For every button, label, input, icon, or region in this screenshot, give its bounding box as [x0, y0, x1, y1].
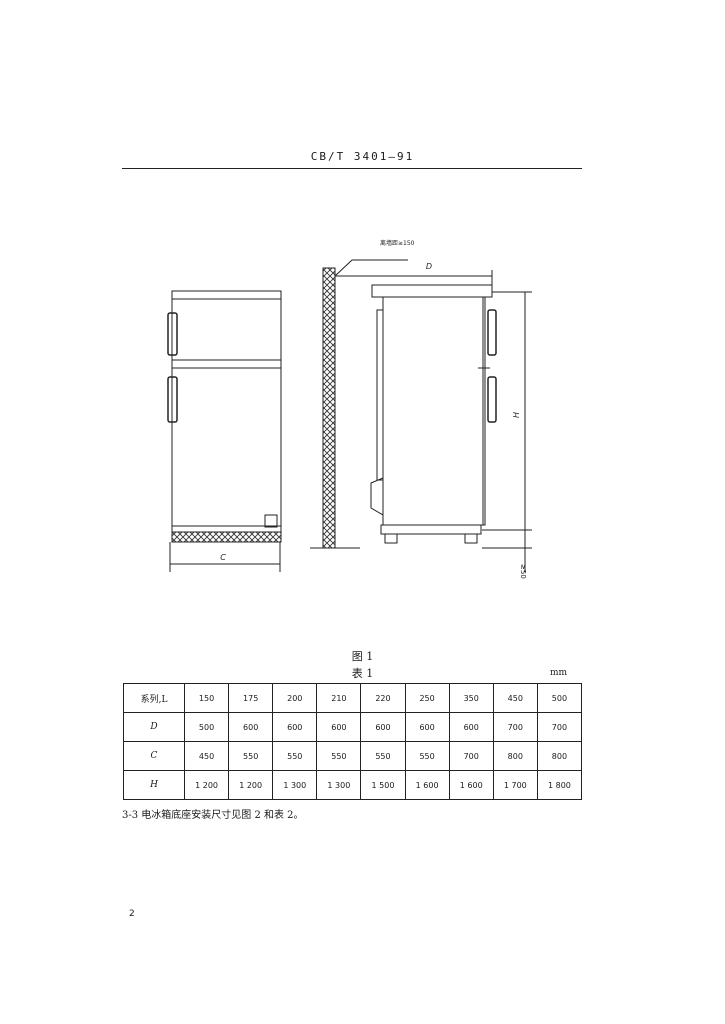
table-cell: 1 300	[272, 770, 318, 800]
table-cell: 550	[316, 741, 362, 771]
table-caption: 表 1	[351, 667, 374, 680]
table-cell: 700	[448, 741, 494, 771]
dimensions-table: 系列,L 150 175 200 210 220 250 350 450 500…	[123, 683, 583, 800]
table-row: H 1 200 1 200 1 300 1 300 1 500 1 600 1 …	[123, 770, 583, 800]
table-cell: 700	[492, 712, 538, 742]
table-cell: 1 800	[536, 770, 583, 800]
table-cell: 1 600	[448, 770, 494, 800]
figure-caption: 图 1	[351, 650, 374, 663]
wall-hatching	[322, 267, 336, 549]
table-cell: 1 700	[492, 770, 538, 800]
table-cell: 550	[360, 741, 406, 771]
dimension-c-label: C	[220, 553, 226, 562]
table-cell: 600	[448, 712, 494, 742]
side-view	[310, 259, 532, 572]
table-cell: 500	[536, 683, 583, 713]
table-cell: 450	[183, 741, 230, 771]
dimension-d-label: D	[426, 262, 432, 271]
table-cell: 1 200	[183, 770, 230, 800]
table-cell: 200	[272, 683, 318, 713]
table-cell: 800	[536, 741, 583, 771]
table-cell: 550	[272, 741, 318, 771]
document-code: CB/T 3401—91	[310, 150, 415, 163]
table-cell: 175	[228, 683, 274, 713]
table-row: C 450 550 550 550 550 550 700 800 800	[123, 741, 583, 771]
table-row: 系列,L 150 175 200 210 220 250 350 450 500	[123, 683, 583, 713]
row-header: C	[123, 741, 185, 771]
table-cell: 600	[316, 712, 362, 742]
row-header: D	[123, 712, 185, 742]
table-cell: 350	[448, 683, 494, 713]
clearance-label: 离墙距≥150	[380, 239, 415, 247]
dimension-bottom-label: ≥50	[519, 564, 527, 579]
table-cell: 1 300	[316, 770, 362, 800]
dimension-h-label: H	[512, 412, 521, 418]
table-cell: 600	[228, 712, 274, 742]
row-header: H	[123, 770, 185, 800]
table-cell: 250	[404, 683, 450, 713]
table-cell: 550	[404, 741, 450, 771]
table-cell: 800	[492, 741, 538, 771]
table-cell: 600	[360, 712, 406, 742]
table-cell: 450	[492, 683, 538, 713]
row-header: 系列,L	[123, 683, 185, 713]
table-cell: 1 600	[404, 770, 450, 800]
table-cell: 1 200	[228, 770, 274, 800]
page-number: 2	[129, 909, 135, 919]
header-rule	[122, 168, 582, 169]
table-cell: 700	[536, 712, 583, 742]
table-cell: 220	[360, 683, 406, 713]
table-cell: 210	[316, 683, 362, 713]
table-cell: 600	[272, 712, 318, 742]
table-row: D 500 600 600 600 600 600 600 700 700	[123, 712, 583, 742]
table-cell: 550	[228, 741, 274, 771]
table-cell: 150	[183, 683, 230, 713]
refrigerator-figure: C 离墙距≥150 D H ≥50	[167, 239, 532, 579]
clause-3-3: 3-3 电冰箱底座安装尺寸见图 2 和表 2。	[122, 810, 304, 821]
front-view	[167, 290, 282, 572]
table-cell: 1 500	[360, 770, 406, 800]
table-cell: 600	[404, 712, 450, 742]
table-cell: 500	[183, 712, 230, 742]
table-unit: mm	[550, 668, 568, 678]
